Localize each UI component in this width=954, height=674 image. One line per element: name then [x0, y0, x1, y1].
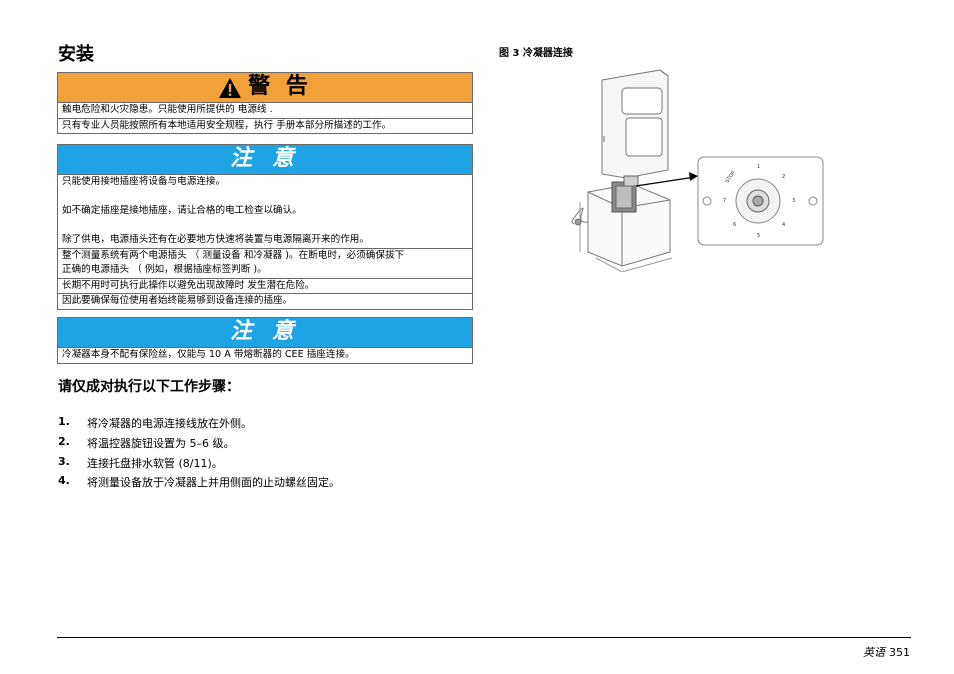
- dial-number: 2: [782, 174, 785, 180]
- note-box-2: 注 意 冷凝器本身不配有保险丝，仅能与 10 A 带熔断器的 CEE 插座连接。: [57, 317, 473, 364]
- note1-p5: 长期不用时可执行此操作以避免出现故障时 发生潜在危险。: [58, 279, 472, 294]
- step-item: 4. 将测量设备放于冷凝器上并用侧面的止动螺丝固定。: [58, 474, 340, 489]
- footer-divider: [57, 637, 911, 638]
- dial-number: 5: [757, 233, 760, 239]
- warning-box: 警 告 触电危险和火灾隐患。只能使用所提供的 电源线 . 只有专业人员能按照所有…: [57, 72, 473, 134]
- note-header-2: 注 意: [58, 318, 472, 348]
- warning-line-2: 只有专业人员能按照所有本地适用安全规程，执行 手册本部分所描述的工作。: [62, 119, 392, 131]
- figure-caption: 图 3 冷凝器连接: [499, 48, 573, 59]
- steps-title: 请仅成对执行以下工作步骤：: [58, 379, 240, 395]
- note1-p1: 只能使用接地插座将设备与电源连接。: [62, 176, 226, 187]
- warning-header: 警 告: [58, 73, 472, 103]
- note1-p2: 如不确定插座是接地插座，请让合格的电工检查以确认。: [62, 205, 302, 216]
- step-item: 1. 将冷凝器的电源连接线放在外侧。: [58, 415, 252, 430]
- step-item: 2. 将温控器旋钮设置为 5–6 级。: [58, 435, 235, 450]
- note-title-2: 注 意: [230, 319, 300, 345]
- dial-number: 7: [723, 198, 726, 204]
- page-number: 351: [889, 646, 910, 659]
- dial-number: 4: [782, 222, 785, 228]
- note2-line: 冷凝器本身不配有保险丝，仅能与 10 A 带熔断器的 CEE 插座连接。: [62, 349, 355, 360]
- warning-triangle-icon: [219, 77, 242, 98]
- dial-number: 6: [733, 222, 736, 228]
- step-item: 3. 连接托盘排水软管 (8/11)。: [58, 455, 223, 470]
- note1-p3: 除了供电，电源插头还有在必要地方快速将装置与电源隔离开来的作用。: [58, 233, 472, 249]
- note1-p4a: 整个测量系统有两个电源插头 （ 测量设备 和冷凝器 )。在断电时，必须确保拔下: [62, 249, 405, 261]
- warning-line-1: 触电危险和火灾隐患。只能使用所提供的 电源线 .: [58, 103, 472, 119]
- note1-p6: 因此要确保每位使用者始终能易够到设备连接的插座。: [62, 295, 293, 306]
- dial-number: 1: [757, 164, 760, 170]
- dial-number: 3: [792, 198, 795, 204]
- page-footer: 英语 351: [863, 644, 910, 660]
- footer-language: 英语: [863, 646, 885, 659]
- note-header-1: 注 意: [58, 145, 472, 175]
- note1-p4b: 正确的电源插头 （ 例如，根据插座标签判断 )。: [58, 263, 472, 279]
- condenser-illustration: STOP 1 2 3 4 5 6 7: [571, 69, 824, 272]
- section-title: 安装: [58, 44, 94, 65]
- warning-title: 警 告: [248, 74, 312, 100]
- note-box-1: 注 意 只能使用接地插座将设备与电源连接。 如不确定插座是接地插座，请让合格的电…: [57, 144, 473, 310]
- note-title-1: 注 意: [230, 146, 300, 172]
